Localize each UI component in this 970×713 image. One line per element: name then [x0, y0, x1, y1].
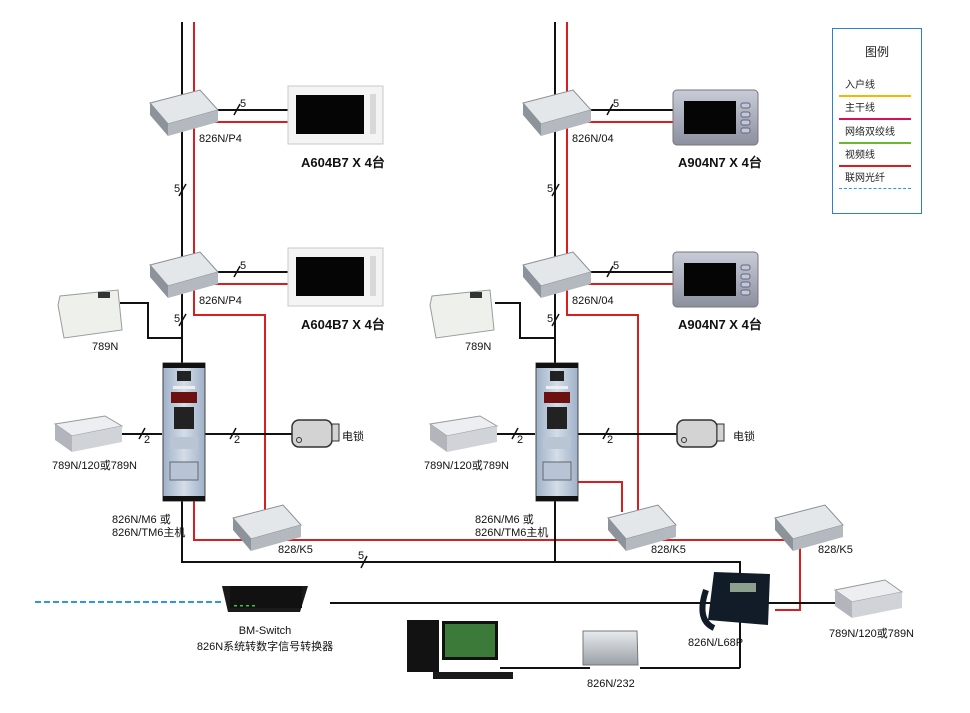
management-computer[interactable]: [407, 620, 513, 679]
phone-label: 826N/L68P: [688, 637, 744, 649]
door-station-label-left-1: 826N/M6 或: [112, 514, 171, 526]
legend-item-household-wire: 入户线: [839, 76, 911, 97]
power-supply-label-left: 789N: [92, 341, 119, 353]
switcher-label-right: 828/K5: [651, 544, 686, 556]
switcher-label-left: 828/K5: [278, 544, 313, 556]
distributor-label-right-lower: 826N/04: [572, 295, 614, 307]
power-supply-789n-left[interactable]: [57, 289, 123, 339]
monitor-label-right-lower: A904N7 X 4台: [678, 317, 762, 332]
legend-swatch: [839, 95, 911, 97]
distributor-box-left-upper[interactable]: [149, 89, 219, 136]
door-station-label-right-2: 826N/TM6主机: [475, 527, 549, 539]
lock-label-right: 电锁: [733, 431, 755, 443]
legend-title: 图例: [864, 45, 889, 59]
wire-count-label: 5: [547, 313, 554, 325]
wire-count-label: 5: [547, 183, 554, 195]
wire-count-label: 2: [144, 434, 151, 446]
wire-count-label: 5: [613, 260, 620, 272]
bm-switch-desc: 826N系统转数字信号转换器: [196, 641, 334, 653]
wire-count-label: 5: [174, 183, 181, 195]
bm-switch-device[interactable]: [222, 586, 308, 612]
legend-swatch: [839, 165, 911, 167]
switcher-label-main: 828/K5: [818, 544, 853, 556]
door-station-left[interactable]: [162, 362, 206, 502]
electric-lock-right[interactable]: [676, 419, 725, 448]
power-supply-789n-right[interactable]: [429, 289, 495, 339]
converter-label: 826N/232: [587, 678, 635, 690]
monitor-label-left-lower: A604B7 X 4台: [301, 317, 385, 332]
monitor-a904n7-lower[interactable]: [672, 251, 759, 308]
switcher-828k5-right[interactable]: [607, 504, 677, 551]
monitor-label-left-upper: A604B7 X 4台: [301, 155, 385, 170]
distributor-label-left-upper: 826N/P4: [199, 133, 242, 145]
wire-count-label: 5: [240, 260, 247, 272]
distributor-box-right-lower[interactable]: [522, 251, 592, 298]
right-unit-wires: [495, 22, 677, 562]
electric-lock-left[interactable]: [291, 419, 340, 448]
distributor-label-left-lower: 826N/P4: [199, 295, 242, 307]
distributor-box-right-upper[interactable]: [522, 89, 592, 136]
wire-count-label: 2: [234, 434, 241, 446]
door-station-right[interactable]: [535, 362, 579, 502]
power-supply-label-right: 789N: [465, 341, 492, 353]
wire-count-ticks: [138, 103, 614, 569]
wire-count-label: 5: [240, 98, 247, 110]
converter-826n-232[interactable]: [582, 630, 639, 666]
power-box-label-left: 789N/120或789N: [52, 460, 138, 472]
bm-switch-name: BM-Switch: [238, 625, 292, 637]
legend-item-video-wire: 视频线: [839, 146, 911, 167]
distributor-box-left-lower[interactable]: [149, 251, 219, 298]
wire-count-label-bus: 5: [358, 550, 365, 562]
riser-red-wire: [193, 22, 266, 512]
legend-swatch: [839, 142, 911, 144]
lock-label-left: 电锁: [342, 431, 364, 443]
switcher-828k5-left[interactable]: [232, 504, 302, 551]
legend-item-trunk-wire: 主干线: [839, 99, 911, 120]
wire-count-label: 5: [613, 98, 620, 110]
legend-box: 图例 入户线 主干线 网络双绞线 视频线 联网光纤: [832, 28, 922, 214]
distributor-label-right-upper: 826N/04: [572, 133, 614, 145]
wire-count-label: 2: [607, 434, 614, 446]
power-box-label-right: 789N/120或789N: [424, 460, 510, 472]
power-box-backbone[interactable]: [833, 579, 904, 618]
monitor-a604b7-lower[interactable]: [287, 247, 384, 307]
power-box-left[interactable]: [53, 415, 124, 452]
legend-swatch: [839, 118, 911, 120]
door-station-label-right-1: 826N/M6 或: [475, 514, 534, 526]
wire-count-label: 5: [174, 313, 181, 325]
monitor-a904n7-upper[interactable]: [672, 89, 759, 146]
monitor-label-right-upper: A904N7 X 4台: [678, 155, 762, 170]
legend-item-twisted-pair: 网络双绞线: [839, 123, 911, 144]
door-station-label-left-2: 826N/TM6主机: [112, 527, 186, 539]
legend-swatch: [839, 188, 911, 189]
legend-item-network-fiber: 联网光纤: [839, 169, 911, 189]
power-box-label-backbone: 789N/120或789N: [829, 628, 915, 640]
power-box-right[interactable]: [428, 415, 499, 452]
wire-count-label: 2: [517, 434, 524, 446]
management-phone-826n-l68p[interactable]: [699, 572, 770, 631]
monitor-a604b7-upper[interactable]: [287, 85, 384, 145]
switcher-828k5-main[interactable]: [774, 504, 844, 551]
